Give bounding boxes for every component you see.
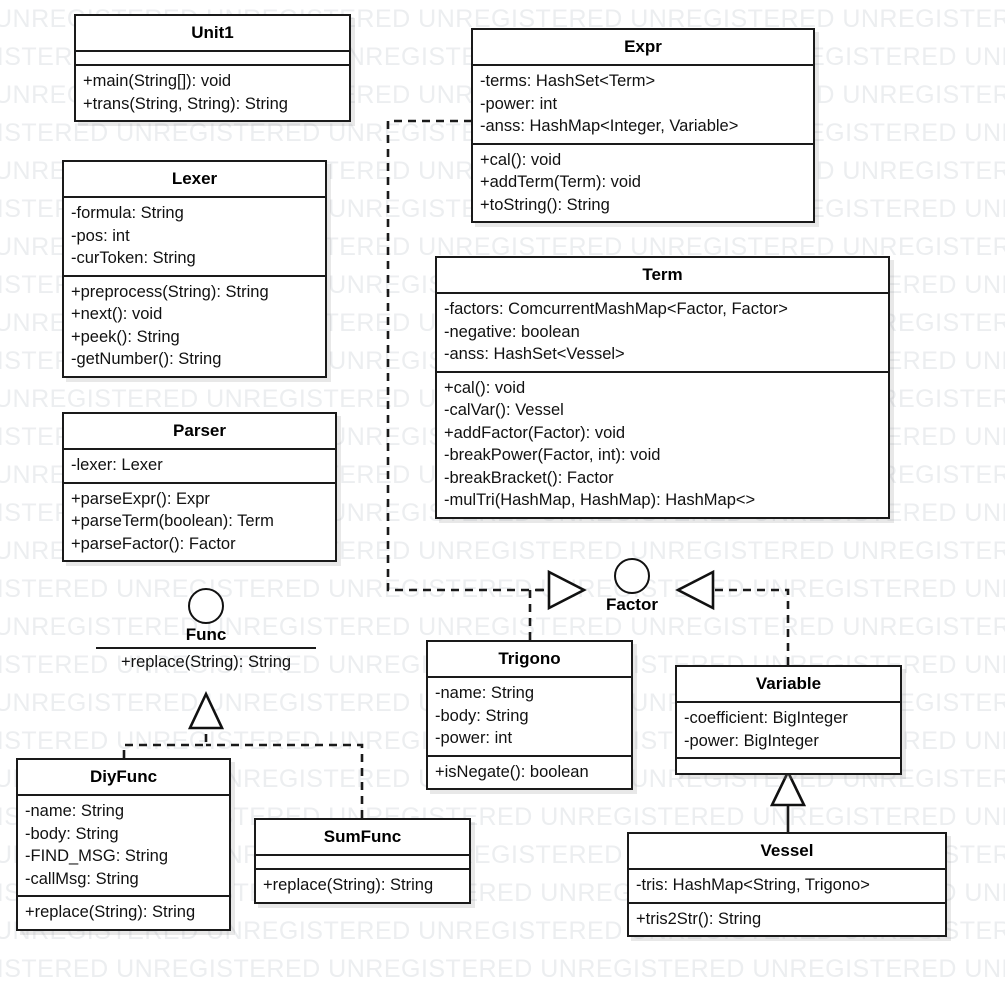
uml-member-line: -negative: boolean bbox=[444, 322, 580, 341]
class-title: Variable bbox=[677, 667, 900, 703]
uml-member-line: -power: BigInteger bbox=[684, 731, 819, 750]
attributes-compartment: -formula: String -pos: int -curToken: Stri… bbox=[64, 198, 325, 277]
interface-label: Func bbox=[185, 625, 227, 644]
watermark-line: UNREGISTERED UNREGISTERED UNREGISTERED U… bbox=[0, 988, 1005, 996]
uml-member-line: +main(String[]): void bbox=[83, 72, 232, 90]
class-title: Expr bbox=[473, 30, 813, 66]
uml-member-line: -anss: HashSet<Vessel> bbox=[444, 345, 625, 363]
uml-member-line: -mulTri(HashMap, HashMap): HashMap<> bbox=[444, 491, 756, 509]
class-box-diyfunc[interactable]: DiyFunc -name: String -body: String -FIND_… bbox=[16, 758, 231, 931]
uml-member-line: -body: String bbox=[25, 824, 119, 843]
class-box-trigono[interactable]: Trigono -name: String -body: String -power… bbox=[426, 640, 633, 790]
generalization-arrowhead-variable bbox=[769, 769, 807, 807]
realization-arrowhead-func bbox=[187, 690, 225, 730]
uml-member-line: -power: int bbox=[435, 729, 513, 747]
interface-divider bbox=[96, 647, 316, 649]
interface-circle-icon bbox=[614, 558, 650, 594]
methods-compartment: +isNegate(): boolean bbox=[428, 757, 631, 789]
attributes-compartment: -factors: ComcurrentMashMap<Factor, Fact… bbox=[437, 294, 888, 373]
attributes-compartment: -name: String -body: String -FIND_MSG: Str… bbox=[18, 796, 229, 897]
uml-member-line: +trans(String, String): String bbox=[83, 94, 288, 113]
class-title: Parser bbox=[64, 414, 335, 450]
realization-variable-factor bbox=[714, 588, 790, 665]
interface-method: +replace(String): String bbox=[120, 653, 292, 671]
uml-member-line: -callMsg: String bbox=[25, 869, 139, 888]
realization-arrowhead-right bbox=[675, 569, 715, 611]
uml-member-line: +replace(String): String bbox=[25, 903, 196, 921]
class-title: Term bbox=[437, 258, 888, 294]
realization-diyfunc-func bbox=[122, 728, 208, 758]
uml-member-line: -body: String bbox=[435, 706, 529, 725]
class-box-unit1[interactable]: Unit1 +main(String[]): void +trans(String… bbox=[74, 14, 351, 122]
class-title: SumFunc bbox=[256, 820, 469, 856]
uml-member-line: -anss: HashMap<Integer, Variable> bbox=[480, 117, 739, 135]
uml-member-line: -name: String bbox=[435, 684, 535, 702]
uml-member-line: +tris2Str(): String bbox=[636, 909, 762, 928]
class-title: Unit1 bbox=[76, 16, 349, 52]
methods-compartment: +cal(): void -calVar(): Vessel +addFactor(… bbox=[437, 373, 888, 517]
interface-circle-icon bbox=[188, 588, 224, 624]
class-box-vessel[interactable]: Vessel -tris: HashMap<String, Trigono> +… bbox=[627, 832, 947, 937]
methods-compartment: +parseExpr(): Expr +parseTerm(boolean): T… bbox=[64, 484, 335, 561]
uml-member-line: +cal(): void bbox=[444, 378, 526, 397]
realization-arrowhead-left bbox=[547, 569, 587, 611]
interface-func[interactable]: Func +replace(String): String bbox=[96, 588, 316, 673]
uml-member-line: -terms: HashSet<Term> bbox=[480, 72, 656, 90]
uml-member-line: +isNegate(): boolean bbox=[435, 762, 589, 781]
methods-compartment: +preprocess(String): String +next(): void… bbox=[64, 277, 325, 376]
uml-member-line: +replace(String): String bbox=[263, 876, 434, 894]
interface-factor[interactable]: Factor bbox=[590, 558, 674, 615]
uml-member-line: -breakBracket(): Factor bbox=[444, 468, 614, 487]
interface-label: Factor bbox=[606, 595, 658, 614]
methods-compartment: +cal(): void +addTerm(Term): void +toStrin… bbox=[473, 145, 813, 222]
class-title: Trigono bbox=[428, 642, 631, 678]
attributes-compartment: -coefficient: BigInteger -power: BigInteg… bbox=[677, 703, 900, 759]
methods-compartment: +replace(String): String bbox=[256, 870, 469, 902]
uml-member-line: -coefficient: BigInteger bbox=[684, 709, 848, 727]
uml-member-line: -power: int bbox=[480, 94, 558, 113]
uml-member-line: +preprocess(String): String bbox=[71, 282, 269, 301]
uml-member-line: +parseExpr(): Expr bbox=[71, 489, 210, 508]
class-title: Lexer bbox=[64, 162, 325, 198]
watermark-line: UNREGISTERED UNREGISTERED UNREGISTERED U… bbox=[0, 955, 1005, 983]
attributes-compartment bbox=[256, 856, 469, 870]
attributes-compartment: -name: String -body: String -power: int bbox=[428, 678, 631, 757]
class-box-expr[interactable]: Expr -terms: HashSet<Term> -power: int -an… bbox=[471, 28, 815, 223]
uml-member-line: -breakPower(Factor, int): void bbox=[444, 446, 661, 464]
uml-member-line: -getNumber(): String bbox=[71, 350, 222, 368]
uml-member-line: -tris: HashMap<String, Trigono> bbox=[636, 876, 870, 894]
uml-member-line: -calVar(): Vessel bbox=[444, 401, 564, 419]
class-box-parser[interactable]: Parser -lexer: Lexer +parseExpr(): Expr+… bbox=[62, 412, 337, 562]
uml-member-line: +addTerm(Term): void bbox=[480, 173, 641, 191]
class-title: DiyFunc bbox=[18, 760, 229, 796]
uml-member-line: -pos: int bbox=[71, 226, 130, 245]
attributes-compartment bbox=[76, 52, 349, 66]
class-box-lexer[interactable]: Lexer -formula: String -pos: int -curToken… bbox=[62, 160, 327, 378]
uml-member-line: +parseTerm(boolean): Term bbox=[71, 512, 274, 530]
class-title: Vessel bbox=[629, 834, 945, 870]
realization-trigono-factor bbox=[528, 588, 548, 640]
methods-compartment: +replace(String): String bbox=[18, 897, 229, 929]
uml-member-line: -factors: ComcurrentMashMap<Factor, Fact… bbox=[444, 300, 788, 318]
uml-member-line: -curToken: String bbox=[71, 249, 196, 267]
uml-member-line: +toString(): String bbox=[480, 195, 610, 214]
attributes-compartment: -tris: HashMap<String, Trigono> bbox=[629, 870, 945, 904]
methods-compartment: +main(String[]): void +trans(String, Stri… bbox=[76, 66, 349, 120]
uml-member-line: +peek(): String bbox=[71, 327, 180, 346]
uml-member-line: +cal(): void bbox=[480, 150, 562, 169]
class-box-term[interactable]: Term -factors: ComcurrentMashMap<Factor,… bbox=[435, 256, 890, 519]
class-box-variable[interactable]: Variable -coefficient: BigInteger -power:… bbox=[675, 665, 902, 775]
methods-compartment bbox=[677, 759, 900, 773]
methods-compartment: +tris2Str(): String bbox=[629, 904, 945, 936]
attributes-compartment: -terms: HashSet<Term> -power: int -anss: H… bbox=[473, 66, 813, 145]
uml-member-line: +addFactor(Factor): void bbox=[444, 423, 626, 442]
uml-member-line: -formula: String bbox=[71, 204, 184, 222]
attributes-compartment: -lexer: Lexer bbox=[64, 450, 335, 484]
uml-member-line: -name: String bbox=[25, 802, 125, 820]
uml-member-line: -lexer: Lexer bbox=[71, 456, 163, 474]
uml-member-line: +parseFactor(): Factor bbox=[71, 534, 236, 553]
uml-member-line: -FIND_MSG: String bbox=[25, 847, 169, 865]
class-box-sumfunc[interactable]: SumFunc +replace(String): String bbox=[254, 818, 471, 904]
uml-member-line: +next(): void bbox=[71, 305, 163, 323]
